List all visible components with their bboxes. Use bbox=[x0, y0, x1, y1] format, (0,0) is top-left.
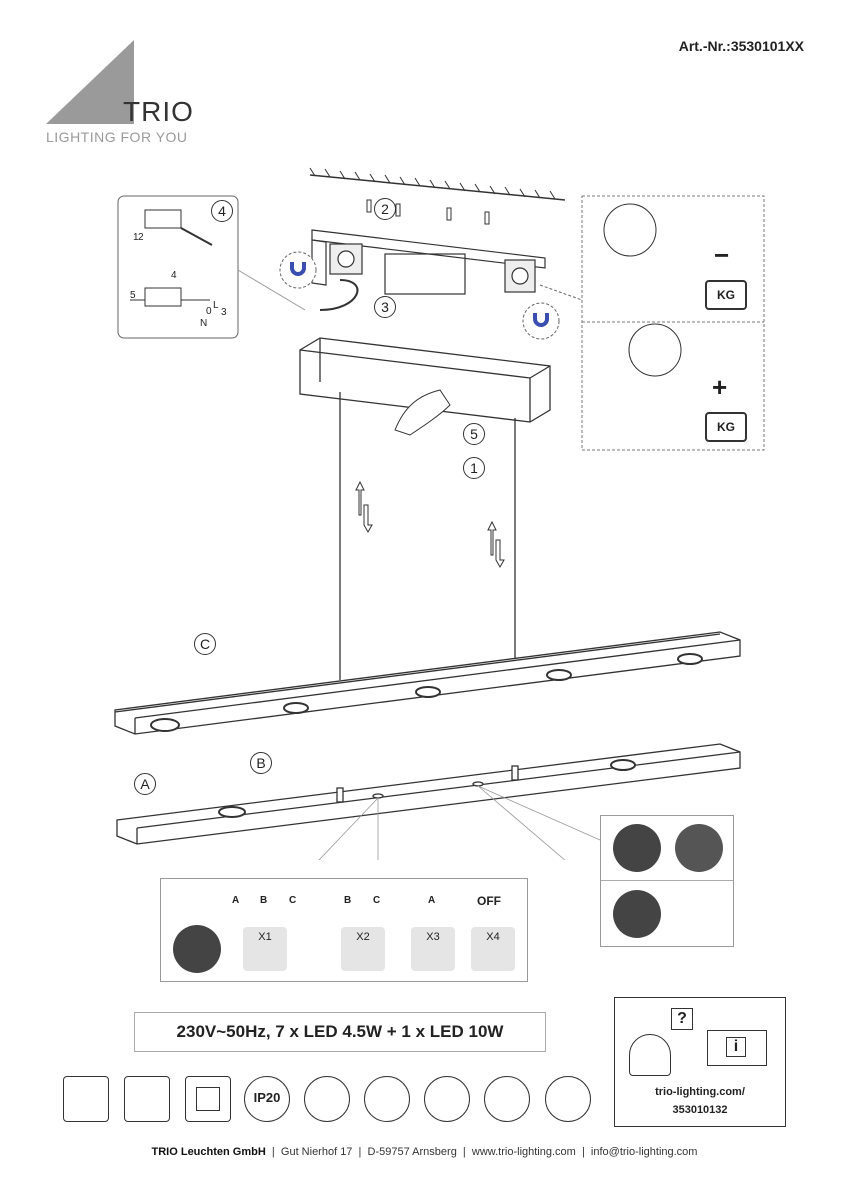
no-insulation-cover-icon bbox=[124, 1076, 170, 1122]
canopy bbox=[299, 337, 551, 423]
footer-street: Gut Nierhof 17 bbox=[280, 1146, 353, 1158]
press-x3-label: X3 bbox=[426, 931, 440, 943]
footer-city: D-59757 Arnsberg bbox=[367, 1146, 457, 1158]
info-box: ? i trio-lighting.com/ 353010132 bbox=[614, 997, 786, 1127]
brand-tagline: LIGHTING FOR YOU bbox=[46, 129, 188, 145]
fixture-upper bbox=[114, 631, 741, 735]
ceiling-line bbox=[309, 167, 566, 201]
remote-icon bbox=[484, 1076, 530, 1122]
magnet-icon-2 bbox=[522, 302, 560, 340]
mode-1-label-b: B bbox=[260, 895, 268, 906]
step-4-marker: 4 bbox=[211, 200, 233, 222]
wiring-inset bbox=[117, 195, 306, 339]
assembly-drawing bbox=[114, 167, 765, 860]
leader-lines bbox=[318, 785, 601, 860]
step-2-marker: 2 bbox=[374, 198, 396, 220]
brand-name: TRIO bbox=[123, 96, 194, 127]
magnet-icon bbox=[279, 251, 317, 289]
touch-icon-2 bbox=[613, 824, 661, 872]
mounting-bracket bbox=[311, 229, 546, 295]
step-5-marker: 5 bbox=[463, 423, 485, 445]
part-c-marker: C bbox=[194, 633, 216, 655]
switch-mode-panel: A B C B C A OFF X1 X2 X3 X4 bbox=[160, 878, 528, 982]
wiring-step-4: 4 bbox=[171, 270, 177, 281]
wiring-step-5: 5 bbox=[130, 290, 136, 301]
protection-class-2-icon bbox=[185, 1076, 231, 1122]
screws bbox=[366, 199, 490, 225]
press-x1: X1 bbox=[243, 927, 287, 971]
press-x4: X4 bbox=[471, 927, 515, 971]
press-x2: X2 bbox=[341, 927, 385, 971]
indoor-icon bbox=[63, 1076, 109, 1122]
electrical-spec: 230V~50Hz, 7 x LED 4.5W + 1 x LED 10W bbox=[134, 1012, 546, 1052]
fixture-lower bbox=[116, 743, 741, 845]
monitor-icon: i bbox=[707, 1030, 767, 1066]
weight-kg-minus: KG bbox=[705, 280, 747, 310]
touch-dim-panel bbox=[600, 815, 734, 947]
wiring-step-1: 1 bbox=[133, 232, 139, 243]
step-3-marker: 3 bbox=[374, 296, 396, 318]
mode-3-label-a: A bbox=[428, 895, 436, 906]
footer-web[interactable]: www.trio-lighting.com bbox=[471, 1146, 576, 1158]
wiring-step-3: 3 bbox=[221, 307, 227, 318]
wiring-zero: 0 bbox=[206, 306, 212, 317]
led-included-icon bbox=[545, 1076, 591, 1122]
swipe-dim-icon bbox=[613, 890, 661, 938]
supply-cable bbox=[319, 279, 359, 311]
hand-icon bbox=[394, 389, 451, 436]
weight-plus: + bbox=[712, 372, 728, 402]
footer: TRIO Leuchten GmbH | Gut Nierhof 17 | D-… bbox=[151, 1146, 698, 1158]
press-x1-label: X1 bbox=[258, 931, 272, 943]
mode-2-label-b: B bbox=[344, 895, 352, 906]
no-dimmer-icon bbox=[424, 1076, 470, 1122]
wiring-n: N bbox=[200, 318, 208, 329]
mode-1-label-a: A bbox=[232, 895, 240, 906]
wiring-l: L bbox=[213, 300, 219, 311]
no-dispose-icon bbox=[304, 1076, 350, 1122]
press-x4-label: X4 bbox=[486, 931, 500, 943]
switch-icon bbox=[364, 1076, 410, 1122]
article-number: Art.-Nr.:3530101XX bbox=[678, 38, 804, 54]
step-1-marker: 1 bbox=[463, 457, 485, 479]
ip20-label: IP20 bbox=[253, 1090, 281, 1105]
color-temperature-icon bbox=[675, 824, 723, 872]
part-b-marker: B bbox=[250, 752, 272, 774]
press-x2-label: X2 bbox=[356, 931, 370, 943]
mode-2-label-c: C bbox=[373, 895, 381, 906]
info-icon: i bbox=[726, 1037, 746, 1057]
press-x3: X3 bbox=[411, 927, 455, 971]
part-a-marker: A bbox=[134, 773, 156, 795]
weight-minus: − bbox=[714, 240, 730, 270]
footer-email[interactable]: info@trio-lighting.com bbox=[590, 1146, 698, 1158]
touch-icon bbox=[173, 925, 221, 973]
mode-4-label-off: OFF bbox=[477, 894, 501, 908]
wiring-step-2: 2 bbox=[138, 232, 144, 243]
adjust-arrows bbox=[355, 480, 505, 569]
footer-company: TRIO Leuchten GmbH bbox=[151, 1146, 266, 1158]
trio-logo-triangle bbox=[46, 40, 134, 124]
person-icon bbox=[629, 1034, 671, 1076]
support-code: 353010132 bbox=[672, 1104, 728, 1116]
mode-1-label-c: C bbox=[289, 895, 297, 906]
ip20-icon: IP20 bbox=[244, 1076, 290, 1122]
tension-adjust-box bbox=[539, 195, 765, 451]
support-url[interactable]: trio-lighting.com/ bbox=[655, 1086, 745, 1098]
question-icon: ? bbox=[671, 1008, 693, 1030]
weight-kg-plus: KG bbox=[705, 412, 747, 442]
